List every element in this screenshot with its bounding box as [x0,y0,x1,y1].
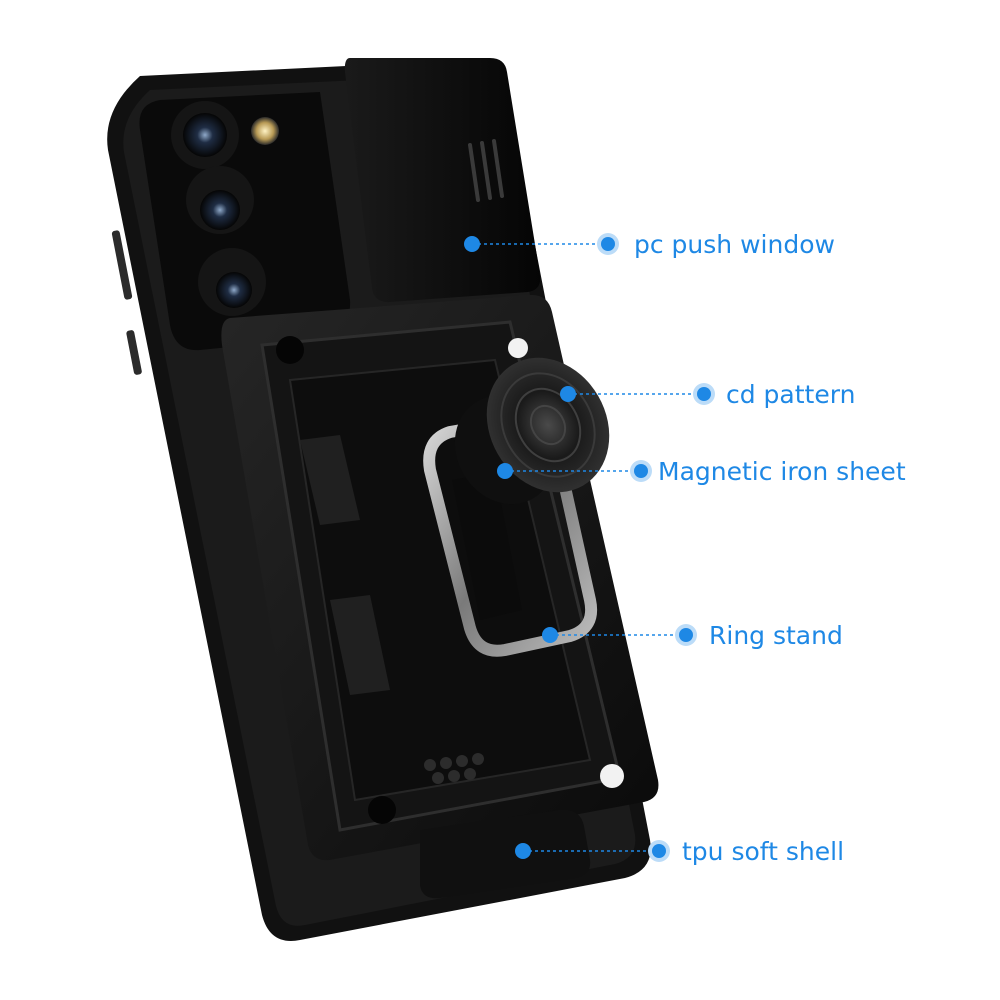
push-window-slider [344,58,541,303]
honeycomb-pattern [424,753,484,784]
callout-label-dots [597,233,715,862]
camera-module [139,92,351,351]
flash-icon [251,117,279,145]
anchor-dot-pc-push-window [464,236,480,252]
tpu-bottom-edge [420,809,591,899]
label-pc-push-window: pc push window [634,230,835,259]
label-ring-stand: Ring stand [709,621,843,650]
label-cd-pattern: cd pattern [726,380,855,409]
label-magnetic-iron-sheet: Magnetic iron sheet [658,457,906,486]
ring-stand [423,413,597,657]
callout-anchor-dots [464,236,576,859]
anchor-dot-tpu-soft-shell [515,843,531,859]
callout-labels: pc push window cd pattern Magnetic iron … [634,230,906,866]
anchor-dot-cd-pattern [560,386,576,402]
cd-pattern-knob [454,357,610,505]
callout-lines [472,243,704,852]
label-tpu-soft-shell: tpu soft shell [682,837,844,866]
anchor-dot-magnetic-iron-sheet [497,463,513,479]
anchor-dot-ring-stand [542,627,558,643]
